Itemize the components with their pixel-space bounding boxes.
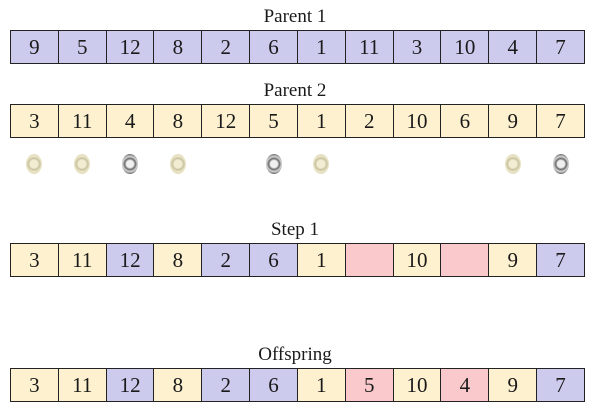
step1-label: Step 1 — [270, 219, 320, 240]
parent2-cell: 11 — [57, 105, 106, 137]
offspring-cell: 5 — [344, 369, 393, 401]
step1-cell: 9 — [488, 244, 537, 276]
parent1-cell: 9 — [11, 31, 58, 63]
step1-cell: 1 — [296, 244, 345, 276]
parent2-cell: 9 — [488, 105, 537, 137]
offspring-cell: 9 — [488, 369, 537, 401]
offspring-cell: 7 — [536, 369, 584, 401]
offspring-row: 3 11 12 8 2 6 1 5 10 4 9 7 — [10, 368, 585, 402]
parent2-cell: 8 — [153, 105, 202, 137]
parent2-cell: 12 — [201, 105, 250, 137]
offspring-cell: 6 — [249, 369, 297, 401]
offspring-cell: 3 — [11, 369, 58, 401]
offspring-cell: 10 — [392, 369, 441, 401]
step1-cell: 8 — [153, 244, 202, 276]
light-coin-icon — [169, 154, 186, 174]
step1-empty-cell — [440, 244, 489, 276]
parent2-cell: 6 — [440, 105, 489, 137]
parent1-cell: 12 — [105, 31, 154, 63]
step1-row: 3 11 12 8 2 6 1 10 9 7 — [10, 243, 585, 277]
parent2-cell: 1 — [296, 105, 345, 137]
offspring-label: Offspring — [258, 344, 332, 365]
step1-cell: 3 — [11, 244, 58, 276]
parent1-cell: 10 — [440, 31, 489, 63]
parent1-cell: 4 — [488, 31, 537, 63]
offspring-cell: 4 — [440, 369, 489, 401]
offspring-cell: 1 — [296, 369, 345, 401]
parent1-cell: 7 — [536, 31, 584, 63]
parent1-cell: 1 — [296, 31, 345, 63]
light-coin-icon — [505, 154, 522, 174]
parent1-cell: 6 — [249, 31, 297, 63]
step1-cell: 11 — [57, 244, 106, 276]
parent1-cell: 2 — [201, 31, 250, 63]
parent2-cell: 3 — [11, 105, 58, 137]
parent2-row: 3 11 4 8 12 5 1 2 10 6 9 7 — [10, 104, 585, 138]
parent2-cell: 7 — [536, 105, 584, 137]
step1-cell: 7 — [536, 244, 584, 276]
parent2-cell: 4 — [105, 105, 154, 137]
step1-empty-cell — [344, 244, 393, 276]
light-coin-icon — [25, 154, 42, 174]
offspring-cell: 11 — [57, 369, 106, 401]
light-coin-icon — [73, 154, 90, 174]
coin-mask-row — [10, 150, 585, 178]
parent1-label: Parent 1 — [263, 6, 327, 27]
parent2-cell: 2 — [344, 105, 393, 137]
parent2-cell: 5 — [249, 105, 297, 137]
parent1-cell: 3 — [392, 31, 441, 63]
offspring-cell: 2 — [201, 369, 250, 401]
parent1-row: 9 5 12 8 2 6 1 11 3 10 4 7 — [10, 30, 585, 64]
parent1-cell: 8 — [153, 31, 202, 63]
dark-coin-icon — [553, 154, 570, 174]
parent2-label: Parent 2 — [263, 80, 327, 101]
step1-cell: 10 — [392, 244, 441, 276]
step1-cell: 6 — [249, 244, 297, 276]
step1-cell: 12 — [105, 244, 154, 276]
dark-coin-icon — [121, 154, 138, 174]
dark-coin-icon — [265, 154, 282, 174]
parent1-cell: 5 — [57, 31, 106, 63]
offspring-cell: 8 — [153, 369, 202, 401]
parent2-cell: 10 — [392, 105, 441, 137]
light-coin-icon — [313, 154, 330, 174]
offspring-cell: 12 — [105, 369, 154, 401]
step1-cell: 2 — [201, 244, 250, 276]
parent1-cell: 11 — [344, 31, 393, 63]
